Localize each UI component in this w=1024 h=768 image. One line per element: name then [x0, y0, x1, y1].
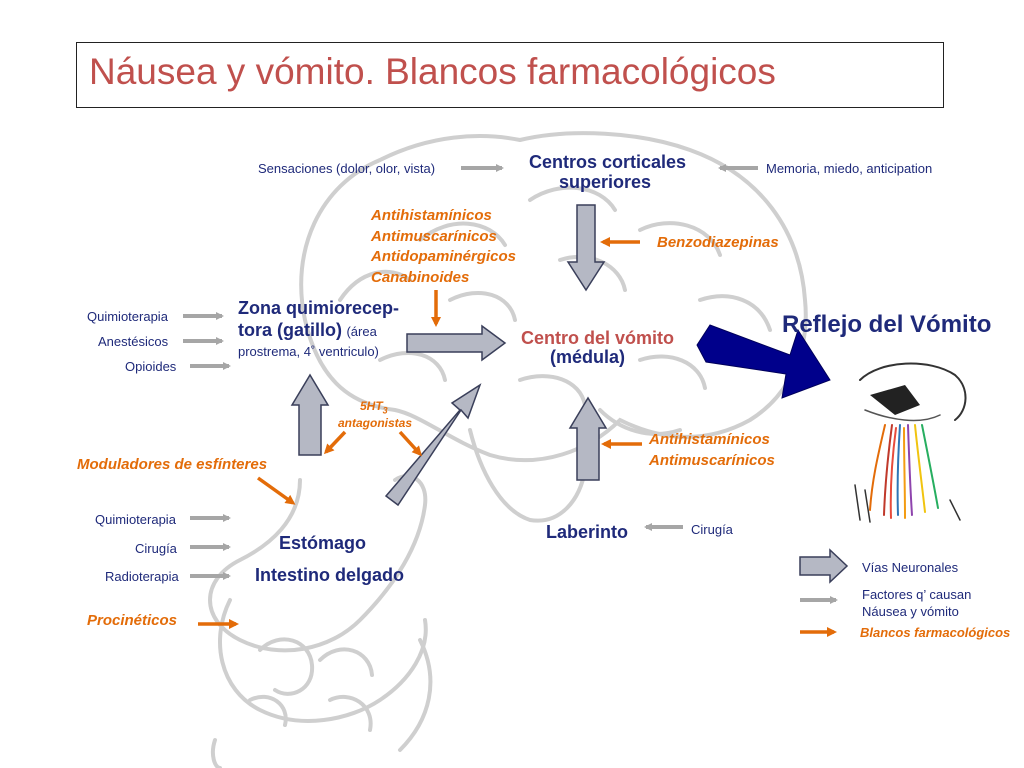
neural-pathway-arrows [290, 204, 608, 507]
page-title: Náusea y vómito. Blancos farmacológicos [89, 51, 776, 92]
arrow-5ht3-right [398, 430, 423, 457]
target-5ht3-main: 5HT [360, 399, 383, 413]
target-benzodiazepinas: Benzodiazepinas [657, 234, 779, 251]
target-moduladores: Moduladores de esfínteres [77, 456, 268, 473]
arrow-moduladores [256, 476, 296, 505]
target-group-1: Antihistamínicos Antimuscarínicos Antido… [371, 206, 516, 288]
target-antihistaminicos-1: Antihistamínicos [371, 207, 492, 224]
factor-arrows [183, 164, 758, 580]
target-arrows [198, 237, 642, 629]
arrow-5ht3-left [323, 430, 347, 455]
arrow-labyrinth-up [568, 396, 608, 481]
vomiting-reflex-label: Reflejo del Vómito [782, 311, 992, 338]
target-antihistaminicos-2: Antihistamínicos [649, 431, 770, 448]
factor-opioides: Opioides [125, 359, 177, 374]
target-procineticos: Procinéticos [87, 612, 178, 629]
arrow-zona-to-centro [406, 324, 507, 362]
legend-factores-line2: Náusea y vómito [862, 604, 959, 619]
legend-arrows [799, 548, 849, 637]
trigger-zone-line1: Zona quimiorecep- [238, 298, 400, 318]
stomach-label: Estómago [279, 533, 367, 553]
target-antimuscarinicos-1: Antimuscarínicos [371, 227, 497, 245]
gut-illustration [208, 474, 433, 768]
vomiting-center-line2: (médula) [550, 347, 626, 367]
factor-radioterapia: Radioterapia [105, 569, 179, 584]
factor-quimioterapia-2: Quimioterapia [95, 512, 176, 527]
labyrinth-label: Laberinto [546, 522, 629, 542]
factor-sensaciones: Sensaciones (dolor, olor, vista) [258, 161, 436, 176]
legend-factores-line1: Factores q’ causan [862, 587, 972, 602]
factor-anestesicos: Anestésicos [98, 334, 169, 349]
reflex-arrow [696, 324, 831, 399]
factor-cirugia-1: Cirugía [135, 541, 177, 556]
title-box: Náusea y vómito. Blancos farmacológicos [76, 42, 944, 108]
arrow-stomach-to-zona [290, 373, 330, 456]
target-antimuscarinicos-2: Antimuscarínicos [649, 452, 775, 469]
brain-illustration [299, 131, 808, 523]
legend-neural-arrow [799, 548, 849, 584]
small-intestine-label: Intestino delgado [255, 565, 405, 585]
target-canabinoides: Canabinoides [371, 268, 470, 286]
target-antidopaminergicos: Antidopaminérgicos [371, 248, 517, 265]
factor-quimioterapia-1: Quimioterapia [87, 309, 168, 324]
trigger-zone-area: (área [346, 324, 377, 339]
arrow-stomach-to-centro [384, 383, 482, 507]
arrow-cortical-down [566, 204, 606, 292]
factor-cirugia-2: Cirugía [691, 522, 733, 537]
vomiting-person-sketch [850, 355, 975, 525]
vomiting-center-line1: Centro del vómito [521, 328, 675, 348]
legend-blancos-label: Blancos farmacológicos [860, 625, 1011, 640]
trigger-zone-line3: prostrema, 4˚ ventriculo) [238, 344, 379, 359]
target-5ht3-subscript: 3 [382, 405, 388, 416]
trigger-zone-gatillo: tora (gatillo) [238, 320, 342, 340]
factor-memoria: Memoria, miedo, anticipation [766, 161, 933, 176]
target-5ht3-line1: 5HT3 [360, 399, 388, 415]
target-5ht3-line2: antagonistas [338, 416, 413, 430]
legend-vias-label: Vías Neuronales [862, 560, 959, 575]
cortical-centers-line2: superiores [559, 172, 652, 192]
target-group-2: Antihistamínicos Antimuscarínicos [649, 429, 775, 471]
cortical-centers-line1: Centros corticales [529, 152, 687, 172]
trigger-zone-line2: tora (gatillo) (área [238, 320, 377, 341]
